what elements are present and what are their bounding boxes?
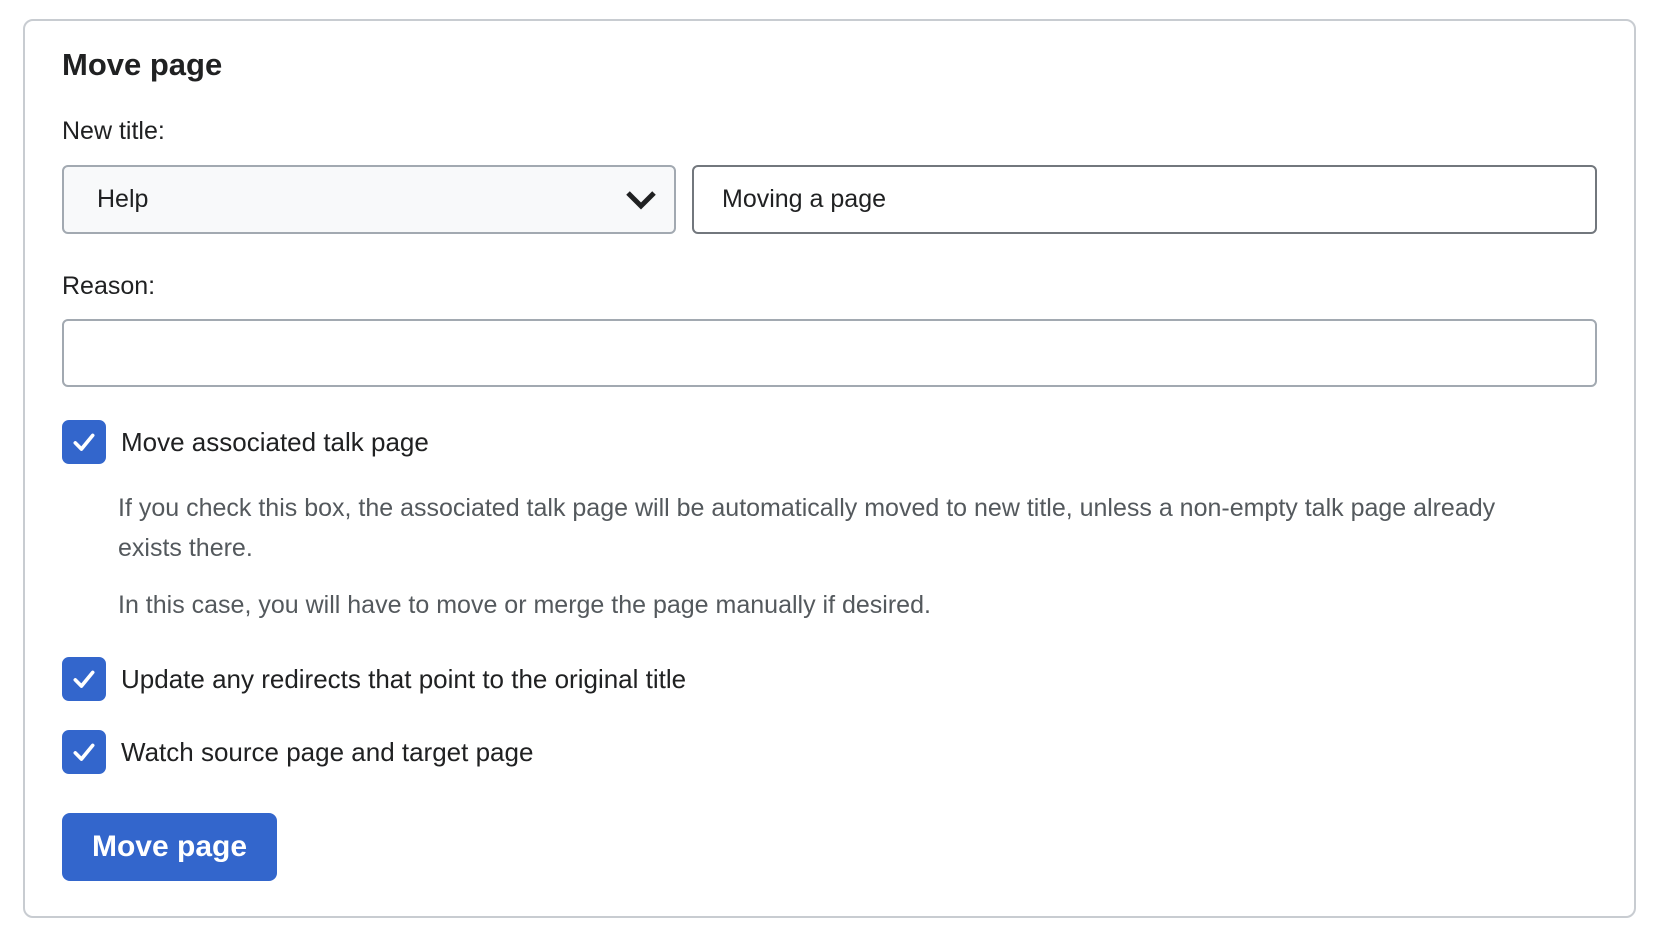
check-icon (69, 664, 99, 694)
new-title-input[interactable] (692, 165, 1597, 234)
check-icon (69, 427, 99, 457)
namespace-select-value: Help (97, 185, 149, 213)
move-talk-label[interactable]: Move associated talk page (121, 427, 429, 457)
move-talk-help-line-1: If you check this box, the associated ta… (118, 494, 1496, 562)
reason-input[interactable] (62, 319, 1597, 387)
update-redirects-row: Update any redirects that point to the o… (62, 657, 1597, 701)
watch-pages-row: Watch source page and target page (62, 730, 1597, 774)
page-title: Move page (62, 47, 223, 82)
check-icon (69, 737, 99, 767)
new-title-row: Help (62, 165, 1597, 234)
move-page-button[interactable]: Move page (62, 813, 277, 881)
watch-pages-label[interactable]: Watch source page and target page (121, 737, 534, 767)
namespace-select[interactable]: Help (62, 165, 676, 234)
move-page-panel: Move page New title: Help Reason: Move a… (23, 19, 1636, 918)
move-talk-checkbox[interactable] (62, 420, 106, 464)
watch-pages-checkbox[interactable] (62, 730, 106, 774)
update-redirects-label[interactable]: Update any redirects that point to the o… (121, 664, 687, 694)
new-title-label: New title: (62, 117, 165, 145)
move-talk-help-line-2: In this case, you will have to move or m… (118, 591, 931, 619)
update-redirects-checkbox[interactable] (62, 657, 106, 701)
chevron-down-icon (624, 189, 658, 211)
reason-label: Reason: (62, 272, 156, 300)
move-talk-row: Move associated talk page (62, 420, 1597, 464)
move-talk-help: If you check this box, the associated ta… (118, 488, 1538, 625)
